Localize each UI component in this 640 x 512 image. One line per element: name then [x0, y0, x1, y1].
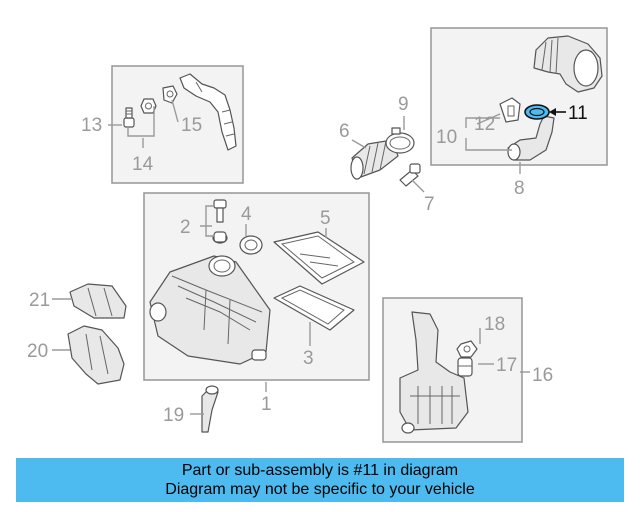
part-nut-14[interactable]	[140, 98, 157, 114]
callout-13: 13	[81, 115, 102, 136]
part-cover-21[interactable]	[69, 283, 127, 319]
callout-1: 1	[261, 394, 272, 415]
callout-15: 15	[181, 115, 202, 136]
part-bolt-13[interactable]	[123, 107, 135, 128]
part-nut-18[interactable]	[456, 340, 478, 358]
callout-4: 4	[241, 204, 252, 225]
callout-10: 10	[436, 127, 457, 148]
part-mass-air-flow-sensor-6[interactable]	[350, 139, 399, 180]
part-outlet-duct[interactable]	[533, 35, 603, 93]
part-inlet-elbow-8[interactable]	[507, 115, 555, 161]
callout-9: 9	[398, 94, 409, 115]
callout-2: 2	[180, 217, 191, 238]
callout-14: 14	[132, 154, 154, 175]
part-drain-hose-19[interactable]	[201, 385, 219, 433]
part-breather-hose[interactable]	[179, 73, 237, 151]
part-air-cleaner-box-1[interactable]	[149, 255, 271, 365]
callout-5: 5	[320, 208, 331, 229]
part-clamp-9[interactable]	[385, 127, 415, 154]
callout-17: 17	[496, 355, 517, 376]
callout-16: 16	[532, 365, 553, 386]
callout-19: 19	[163, 405, 184, 426]
part-grommet-4[interactable]	[239, 235, 263, 255]
part-bolt-7[interactable]	[399, 163, 421, 187]
callout-3: 3	[303, 348, 314, 369]
callout-18: 18	[484, 314, 505, 335]
parts-diagram: 1 2 3 4 5 6 7 8 9 10 11 12 13 14 15 16 1…	[27, 27, 608, 443]
part-resonator-16[interactable]	[399, 311, 469, 434]
banner-line-2: Diagram may not be specific to your vehi…	[165, 481, 475, 498]
part-air-filter-5[interactable]	[273, 231, 365, 285]
part-bolt-2[interactable]	[212, 199, 228, 244]
leader-lines	[52, 99, 566, 415]
part-air-filter-3[interactable]	[273, 285, 355, 331]
callout-20: 20	[27, 341, 48, 362]
part-seal-ring-11[interactable]	[524, 104, 550, 120]
part-sensor-12[interactable]	[499, 97, 521, 123]
banner-line-1: Part or sub-assembly is #11 in diagram	[181, 462, 459, 479]
part-bushing-17[interactable]	[457, 357, 473, 377]
callout-6: 6	[339, 121, 350, 142]
callout-8: 8	[514, 178, 525, 199]
part-duct-20[interactable]	[67, 325, 125, 385]
callout-21: 21	[29, 290, 50, 311]
part-clip-15[interactable]	[162, 85, 178, 104]
info-banner: Part or sub-assembly is #11 in diagram D…	[16, 458, 624, 502]
callout-11[interactable]: 11	[568, 103, 588, 124]
callout-7: 7	[424, 194, 435, 215]
callout-12: 12	[474, 114, 495, 135]
